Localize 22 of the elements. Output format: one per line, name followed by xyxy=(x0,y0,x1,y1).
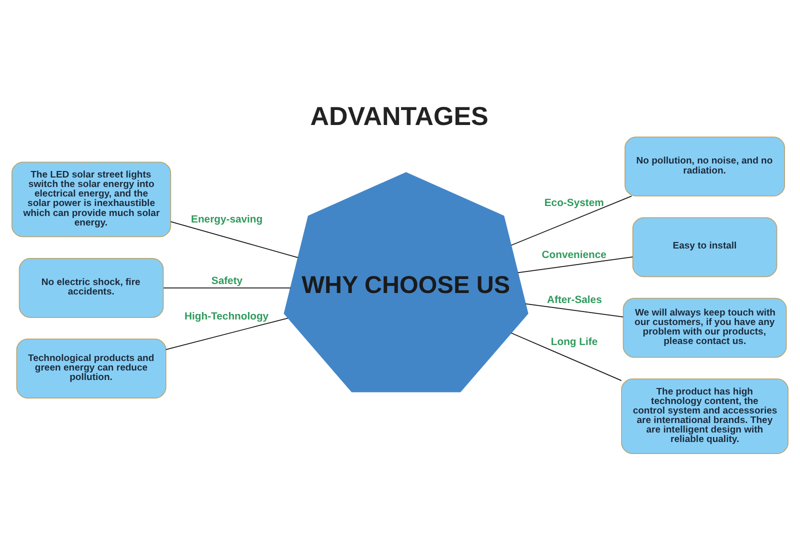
node-box: Technological products and green energy can reduce pollution. xyxy=(16,338,166,398)
connector xyxy=(518,256,634,274)
connector xyxy=(163,287,291,288)
connector xyxy=(510,196,632,246)
edge-label: Safety xyxy=(211,276,243,288)
node-box: The LED solar street lights switch the solar energy into electrical energy, and the solar power is inexhaustible which can provide much solar energy. xyxy=(12,162,172,238)
node-box: We will always keep touch with our customers, if you have any problem with our products, please contact us. xyxy=(622,298,787,358)
edge-label: Long Life xyxy=(550,336,598,348)
edge-label: High-Technology xyxy=(184,312,269,323)
connector xyxy=(525,303,624,318)
edge-label: Convenience xyxy=(542,250,606,262)
edge-label: Eco-System xyxy=(544,198,604,210)
connector xyxy=(170,221,298,258)
node-box: The product has high technology content, the control system and accessories are international brands. They are intelligent design with reliable quality. xyxy=(621,378,788,454)
connector xyxy=(510,332,622,381)
edge-label: Energy-saving xyxy=(191,214,263,226)
connector xyxy=(166,318,288,350)
edge-label: After-Sales xyxy=(546,295,602,306)
node-box: No electric shock, fire accidents. xyxy=(18,258,164,318)
node-box: Easy to install xyxy=(632,217,778,278)
node-box: No pollution, no noise, and no radiation. xyxy=(624,136,786,196)
diagram-title: ADVANTAGES xyxy=(310,100,488,131)
